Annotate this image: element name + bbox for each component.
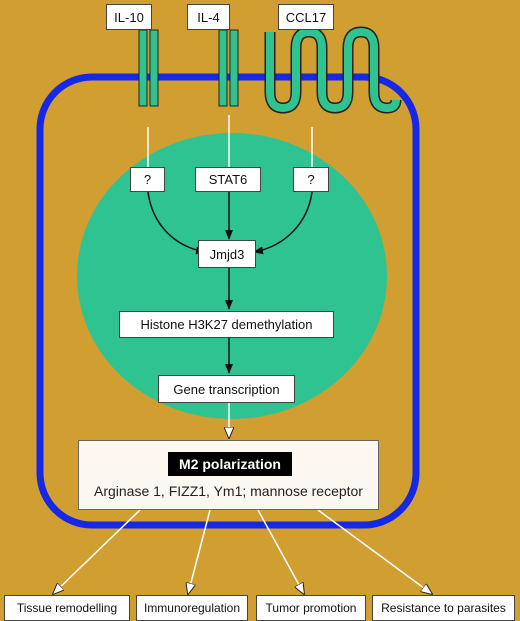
m2-markers: Arginase 1, FIZZ1, Ym1; mannose receptor: [94, 483, 363, 499]
arrow-to-resistance-to-parasites: [317, 509, 432, 594]
outcome-tumor-promotion: Tumor promotion: [256, 595, 366, 621]
unknown-left-box: ?: [130, 167, 165, 192]
stat6-box: STAT6: [195, 167, 261, 192]
m2-polarization-box: M2 polarization Arginase 1, FIZZ1, Ym1; …: [78, 440, 379, 510]
jmjd3-box: Jmjd3: [198, 240, 256, 268]
outcome-tissue-remodelling: Tissue remodelling: [4, 595, 130, 621]
arrow-to-tissue-remodelling: [53, 509, 141, 594]
m2-polarization-title: M2 polarization: [168, 452, 292, 476]
ccl17-receptor: [264, 26, 402, 114]
ccl17-label: CCL17: [278, 4, 334, 30]
il10-label: IL-10: [106, 4, 152, 30]
il4-receptor: [218, 29, 239, 107]
arrow-right-to-jmjd3: [253, 191, 313, 255]
demethylation-box: Histone H3K27 demethylation: [119, 311, 334, 338]
transcription-box: Gene transcription: [158, 375, 295, 403]
il4-label: IL-4: [187, 4, 230, 30]
unknown-right-box: ?: [293, 167, 329, 192]
arrow-to-tumor-promotion: [257, 509, 304, 594]
il10-receptor: [138, 29, 159, 107]
outcome-resistance-to-parasites: Resistance to parasites: [372, 595, 515, 621]
arrow-to-immunoregulation: [188, 509, 211, 594]
arrow-left-to-jmjd3: [147, 191, 206, 255]
outcome-immunoregulation: Immunoregulation: [136, 595, 248, 621]
cell-membrane: [36, 73, 420, 529]
